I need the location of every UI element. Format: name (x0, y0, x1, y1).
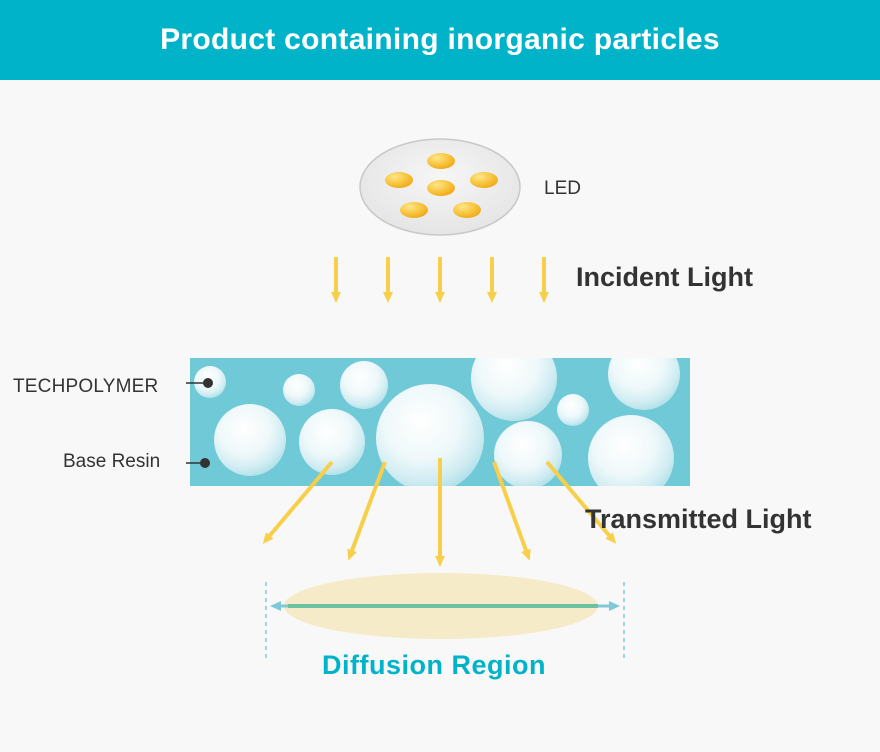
transmitted-light-arrows (262, 458, 617, 567)
diagram-canvas (186, 138, 690, 660)
incident-light-label: Incident Light (576, 262, 753, 292)
particle (471, 358, 557, 421)
led-source (359, 138, 521, 236)
led-chip (427, 153, 455, 169)
transmitted-arrow (545, 460, 617, 544)
transmitted-arrow (347, 461, 387, 561)
base-resin-label: Base Resin (63, 451, 161, 472)
particle (494, 421, 562, 486)
particle (588, 415, 674, 486)
led-chip (470, 172, 498, 188)
transmitted-light-label: Transmitted Light (585, 504, 812, 534)
led-chip (427, 180, 455, 196)
diagram-title: Product containing inorganic particles (160, 23, 720, 56)
particle (299, 409, 365, 475)
transmitted-arrow (262, 460, 334, 544)
particle (376, 384, 484, 486)
led-chip (385, 172, 413, 188)
diffusion-region-label: Diffusion Region (322, 650, 546, 680)
transmitted-arrow (492, 461, 531, 561)
resin-block (190, 358, 690, 486)
particle (340, 361, 388, 409)
led-chip (400, 202, 428, 218)
label-leaders (186, 378, 213, 468)
particle (557, 394, 589, 426)
diffusion-region (265, 573, 625, 660)
incident-light-arrows (331, 257, 549, 303)
led-label: LED (544, 178, 581, 199)
techpolymer-label: TECHPOLYMER (13, 376, 159, 397)
particle (283, 374, 315, 406)
particle (214, 404, 286, 476)
header-bar: Product containing inorganic particles (0, 0, 880, 80)
particle (608, 358, 680, 410)
led-chip (453, 202, 481, 218)
